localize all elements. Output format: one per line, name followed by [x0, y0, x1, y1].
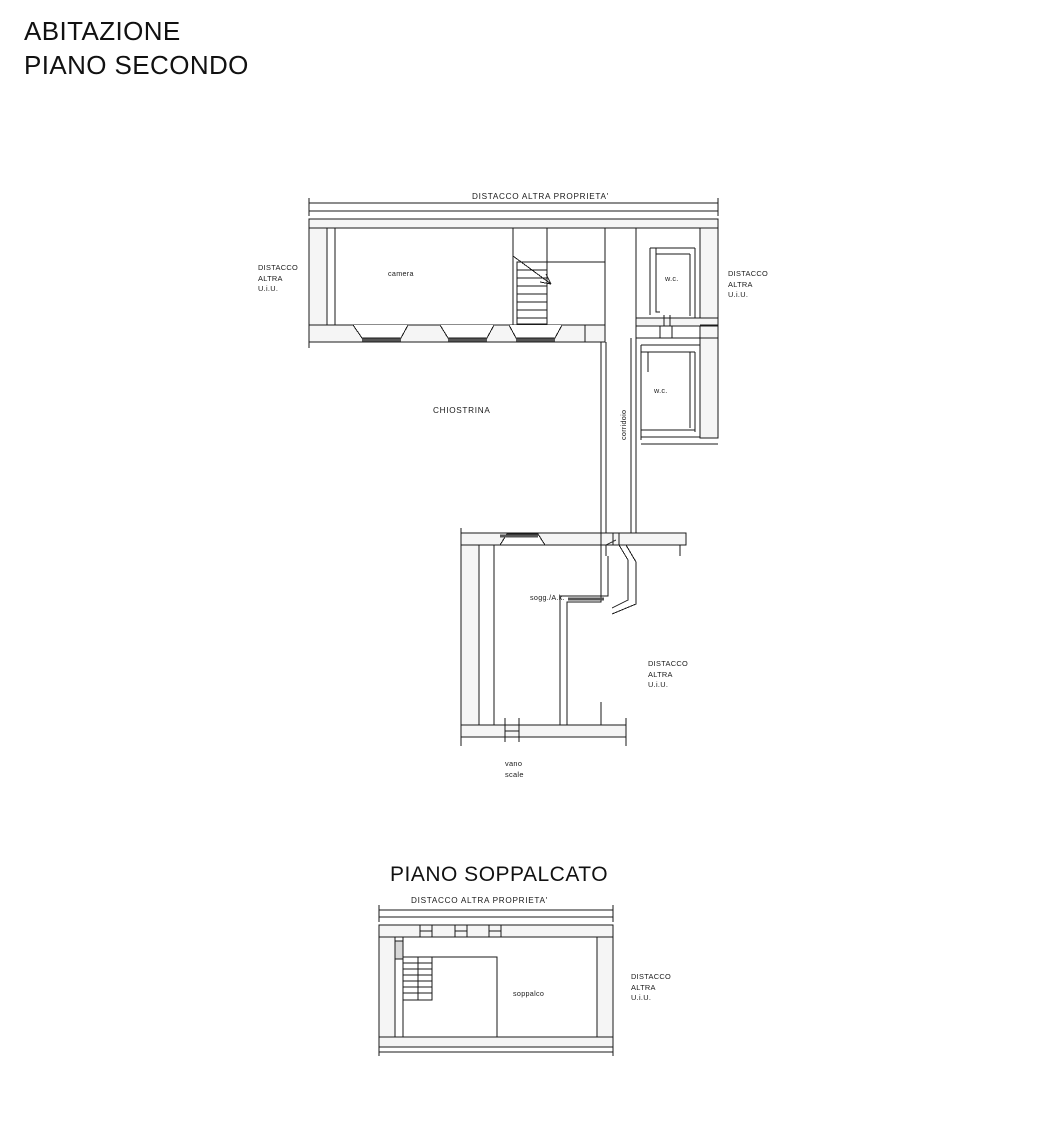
top-dimension-band	[308, 198, 719, 216]
mezzanine-top-boundary-label: DISTACCO ALTRA PROPRIETA'	[411, 896, 548, 905]
wc-lower-walls	[635, 324, 719, 445]
room-label-wc-lower: w.c.	[654, 386, 668, 395]
main-top-boundary-label: DISTACCO ALTRA PROPRIETA'	[472, 192, 609, 201]
room-label-corridoio: corridoio	[619, 409, 628, 440]
mezzanine-section-title: PIANO SOPPALCATO	[390, 863, 609, 886]
room-label-camera: camera	[388, 269, 414, 278]
main-left-boundary-label: DISTACCO ALTRA U.i.U.	[258, 263, 299, 294]
page-title-line-2: PIANO SECONDO	[24, 50, 249, 81]
room-label-soggiorno: sogg./A.k.	[530, 593, 565, 602]
camera-staircase	[512, 255, 552, 325]
room-label-soppalco: soppalco	[513, 989, 545, 998]
courtyard-label-chiostrina: CHIOSTRINA	[433, 406, 491, 415]
mezzanine-right-boundary-label: DISTACCO ALTRA U.i.U.	[631, 972, 672, 1003]
stairwell-label-vano-scale: vano scale	[505, 759, 524, 779]
camera-bottom-wall-windows	[308, 324, 586, 348]
soggiorno-walls	[460, 528, 687, 746]
main-right-boundary-label: DISTACCO ALTRA U.i.U.	[728, 269, 769, 300]
room-label-wc-upper: w.c.	[665, 274, 679, 283]
soppalco-staircase	[402, 956, 433, 1001]
soppalcato-drawing	[378, 905, 614, 1056]
page-title: ABITAZIONE PIANO SECONDO	[24, 14, 249, 83]
wc-upper-walls	[635, 227, 719, 339]
page-title-line-1: ABITAZIONE	[24, 16, 181, 46]
main-lower-right-boundary-label: DISTACCO ALTRA U.i.U.	[648, 659, 689, 690]
